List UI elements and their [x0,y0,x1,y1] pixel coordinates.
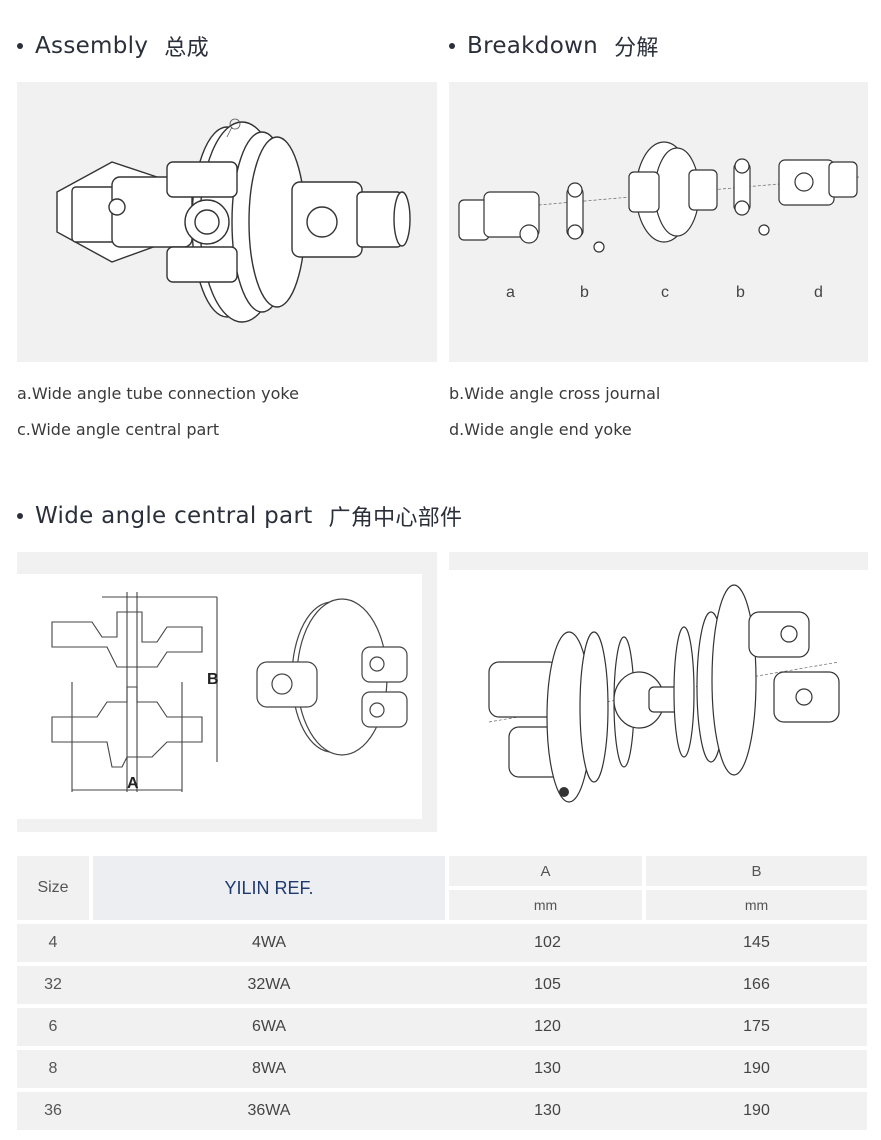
cell-a: 130 [449,1050,647,1088]
part-letter: b [736,284,745,301]
central-heading: Wide angle central part 广角中心部件 [17,500,462,532]
breakdown-title: Breakdown [467,33,599,59]
header-a: A [449,856,643,886]
cell-a: 120 [449,1008,647,1046]
cell-size: 8 [17,1050,89,1088]
assembly-title-cn: 总成 [164,36,209,61]
breakdown-drawing: a b c b d [458,141,860,301]
caption-c: c.Wide angle central part [17,420,220,439]
bullet-dot-icon [17,513,23,519]
central-title-cn: 广角中心部件 [328,506,463,531]
caption-b: b.Wide angle cross journal [449,384,661,403]
header-unit-a: mm [449,890,643,920]
caption-d: d.Wide angle end yoke [449,420,632,439]
part-letter: b [580,284,589,301]
cell-ref: 4WA [89,924,449,962]
assembly-drawing [56,118,411,323]
cell-ref: 6WA [89,1008,449,1046]
assembly-image [17,82,437,362]
cell-b: 190 [646,1092,867,1130]
table-header-row: Size YILIN REF. A B [17,856,867,920]
cell-a: 102 [449,924,647,962]
table-row: 36 36WA 130 190 [17,1092,867,1130]
cell-ref: 32WA [89,966,449,1004]
breakdown-image: a b c b d [449,82,868,362]
header-size: Size [17,856,89,920]
part-letter: c [661,284,669,301]
table-row: 32 32WA 105 166 [17,966,867,1004]
dimension-label-b: B [207,671,219,688]
specification-table: Size YILIN REF. A B mm mm 4 4WA 102 145 … [17,852,867,1134]
header-ref: YILIN REF. [93,856,445,920]
breakdown-title-cn: 分解 [614,36,659,61]
cell-b: 145 [646,924,867,962]
cell-size: 6 [17,1008,89,1046]
header-unit-b: mm [646,890,867,920]
cell-size: 32 [17,966,89,1004]
part-letter: a [506,284,515,301]
cell-size: 36 [17,1092,89,1130]
cell-size: 4 [17,924,89,962]
breakdown-heading: Breakdown 分解 [449,30,659,62]
assembly-heading: Assembly 总成 [17,30,209,62]
table-row: 4 4WA 102 145 [17,924,867,962]
central-title: Wide angle central part [35,503,313,529]
table-unit-row: mm mm [17,890,867,920]
cell-ref: 36WA [89,1092,449,1130]
cell-a: 130 [449,1092,647,1130]
cell-b: 190 [646,1050,867,1088]
assembly-title: Assembly [35,33,149,59]
central-exploded-image [449,552,868,832]
bullet-dot-icon [449,43,455,49]
table-row: 8 8WA 130 190 [17,1050,867,1088]
dimension-label-a: A [127,775,139,792]
central-dimension-drawing: A B [17,552,437,832]
cell-a: 105 [449,966,647,1004]
cell-b: 166 [646,966,867,1004]
cell-b: 175 [646,1008,867,1046]
bullet-dot-icon [17,43,23,49]
cell-ref: 8WA [89,1050,449,1088]
part-letter: d [814,284,823,301]
header-b: B [646,856,867,886]
caption-a: a.Wide angle tube connection yoke [17,384,299,403]
table-row: 6 6WA 120 175 [17,1008,867,1046]
